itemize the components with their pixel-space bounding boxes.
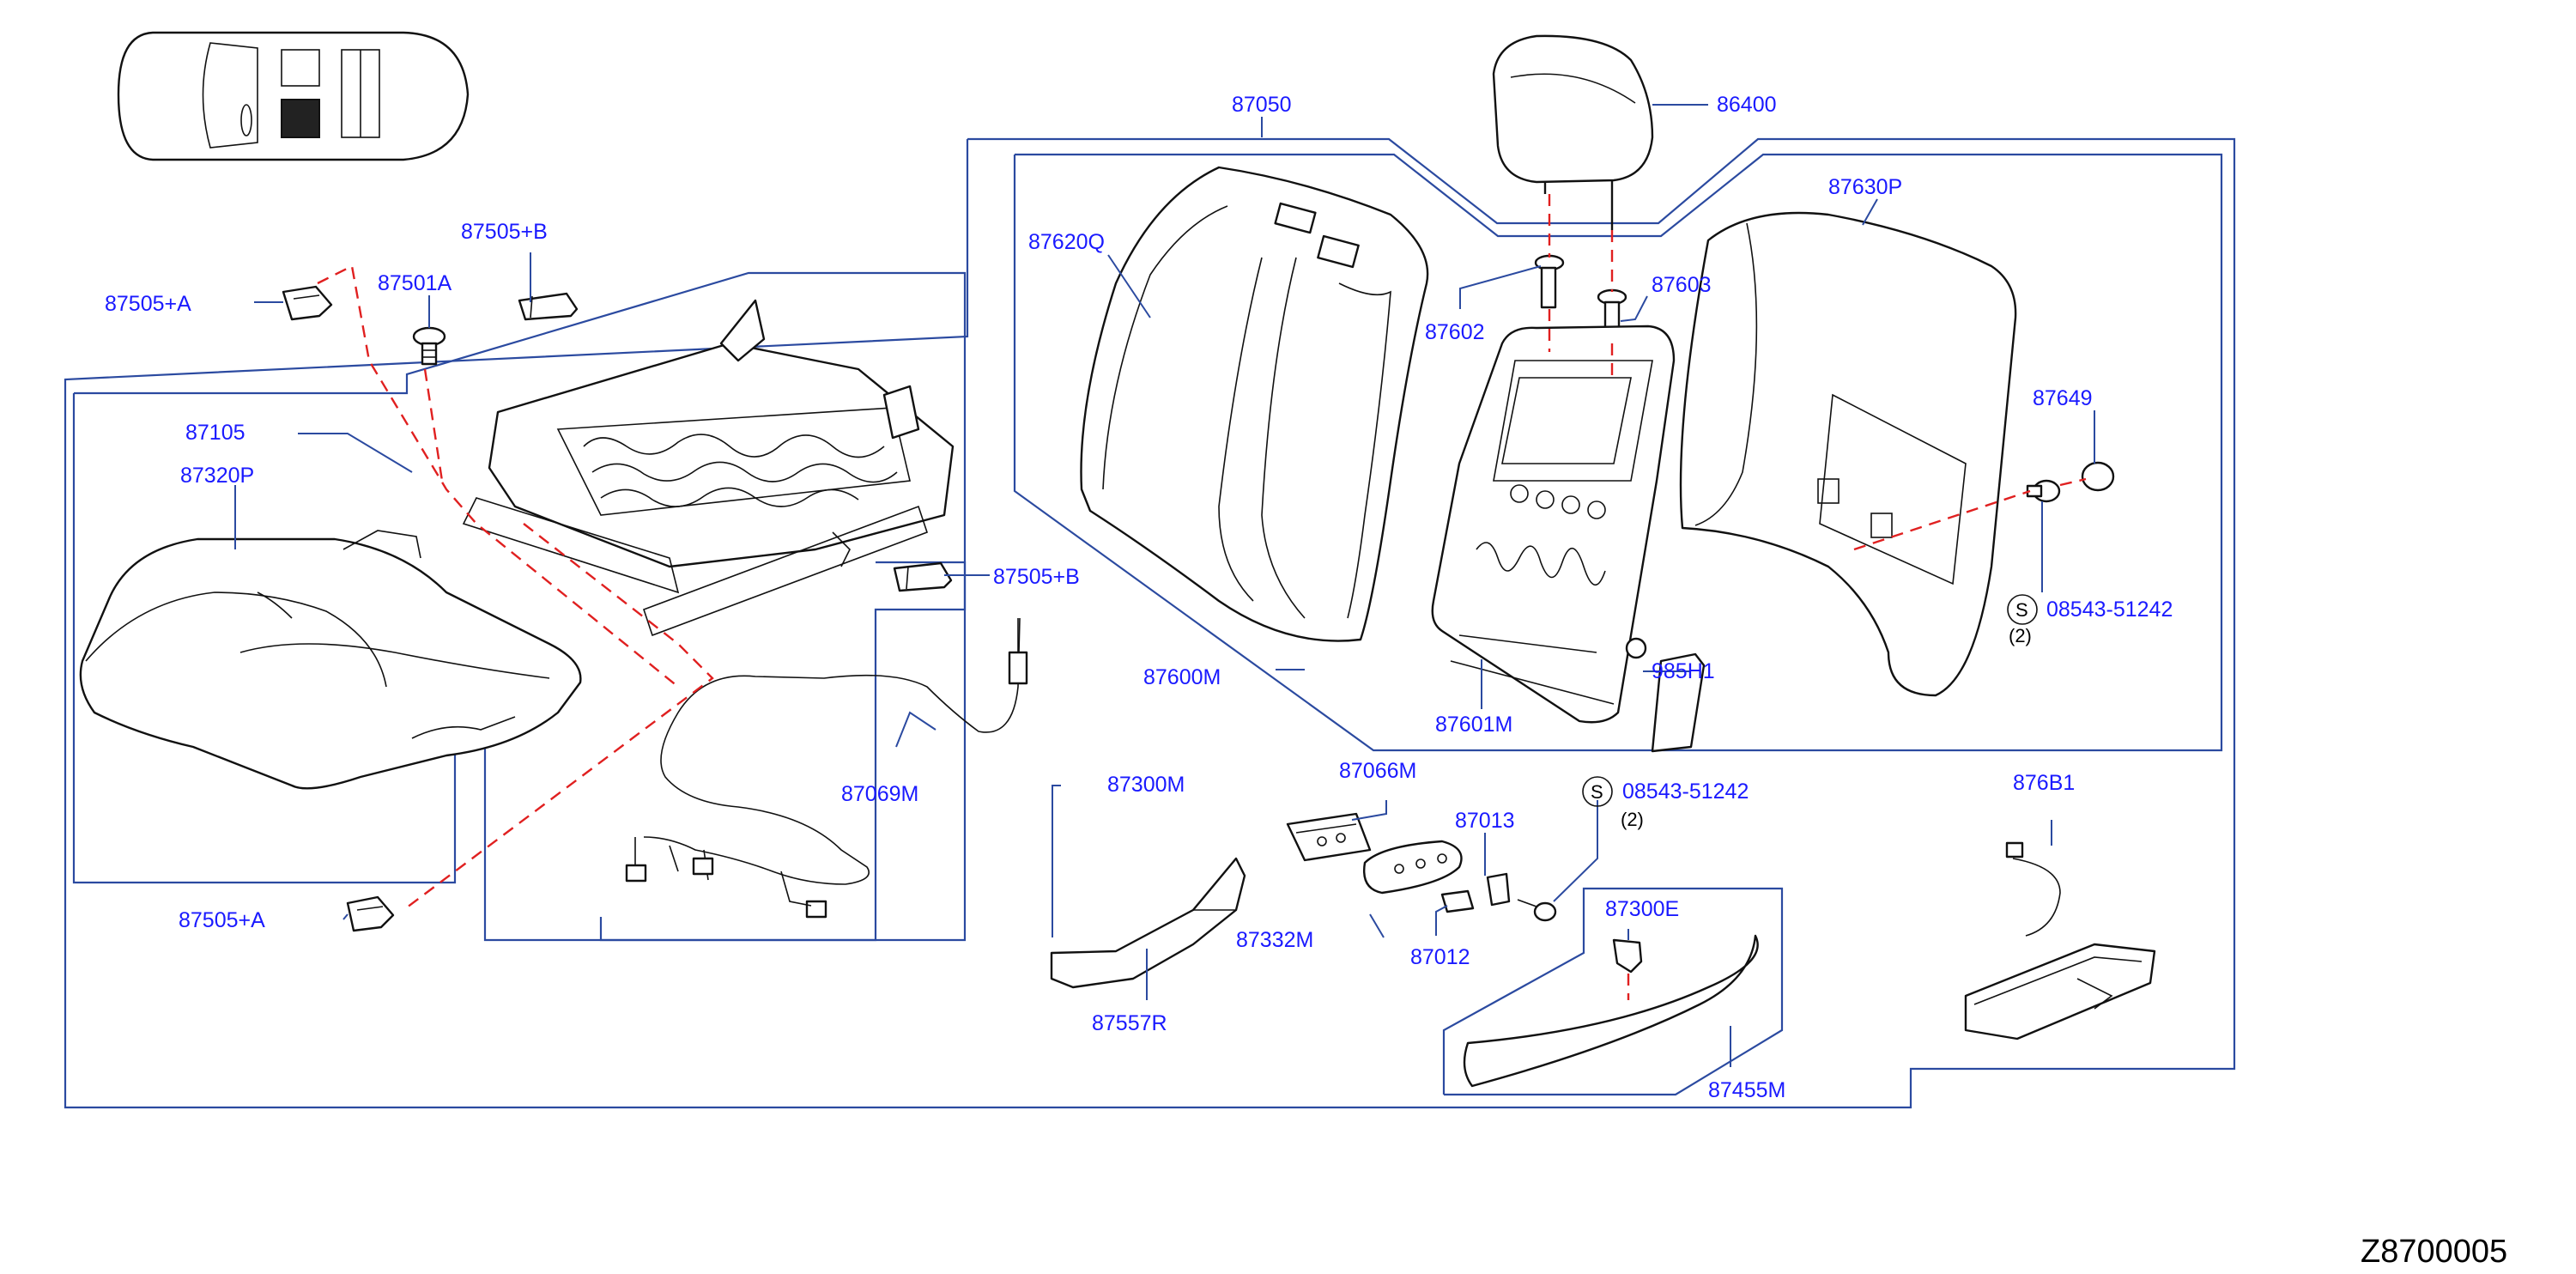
car-location-icon: [117, 31, 470, 161]
seatback-trim-87620Q: [1080, 166, 1429, 642]
label-86400[interactable]: 86400: [1717, 93, 1777, 117]
knob-cover-87332M: [1363, 840, 1463, 895]
nut-985H1-small: [1625, 637, 1647, 659]
label-87501A[interactable]: 87501A: [378, 271, 452, 295]
unit-876B1: [1964, 841, 2156, 1040]
label-87601M[interactable]: 87601M: [1435, 713, 1512, 737]
part-labels: 87050 86400 87630P 87620Q 87602 87603 87…: [105, 93, 2173, 1102]
s-symbol-a-text: S: [2015, 599, 2028, 621]
label-08543-51242-a[interactable]: 08543-51242: [2046, 598, 2173, 622]
stud-08543-a: [2026, 479, 2061, 503]
label-87603[interactable]: 87603: [1652, 273, 1712, 297]
bracket-87557R: [1050, 857, 1246, 989]
label-985H1[interactable]: 985H1: [1652, 659, 1715, 683]
seatback-group-frame: [1013, 153, 2223, 752]
s-symbol-a: S: [2007, 594, 2038, 625]
label-87300M[interactable]: 87300M: [1107, 773, 1185, 797]
label-87066M[interactable]: 87066M: [1339, 759, 1416, 783]
knob-87649: [2081, 461, 2115, 492]
label-87320P[interactable]: 87320P: [180, 464, 254, 488]
label-87505A-bottom[interactable]: 87505+A: [179, 908, 265, 932]
harness-87069M: [625, 617, 1028, 919]
label-08543-a-qty: (2): [2009, 625, 2032, 646]
screw-08543-b: [1517, 899, 1557, 922]
switch-87066M: [1286, 812, 1372, 862]
label-87620Q[interactable]: 87620Q: [1028, 230, 1105, 254]
clip-87300E: [1612, 938, 1643, 974]
wire-group-frame: [599, 561, 967, 942]
s-symbol-b-text: S: [1591, 781, 1603, 803]
clip-87505A-bottom: [346, 895, 395, 932]
label-87300E[interactable]: 87300E: [1605, 897, 1679, 921]
label-87050[interactable]: 87050: [1232, 93, 1292, 117]
label-87630P[interactable]: 87630P: [1828, 175, 1902, 199]
label-87505A-top[interactable]: 87505+A: [105, 292, 191, 316]
headrest-86400: [1492, 34, 1654, 230]
s-symbol-b: S: [1582, 776, 1613, 807]
label-87069M[interactable]: 87069M: [841, 782, 918, 806]
label-87557R[interactable]: 87557R: [1092, 1011, 1167, 1035]
label-08543-51242-b[interactable]: 08543-51242: [1622, 780, 1749, 804]
label-87105[interactable]: 87105: [185, 421, 245, 445]
label-87012[interactable]: 87012: [1410, 945, 1470, 969]
label-87600M[interactable]: 87600M: [1143, 665, 1221, 689]
selected-seat-marker: [281, 99, 320, 138]
bolt-87501A: [412, 326, 446, 366]
module-985H1: [1651, 652, 1706, 753]
clip-87505B-mid: [893, 561, 953, 592]
label-87602[interactable]: 87602: [1425, 320, 1485, 344]
label-87332M[interactable]: 87332M: [1236, 928, 1313, 952]
knob-87012: [1440, 889, 1475, 913]
label-87505B-top[interactable]: 87505+B: [461, 220, 548, 244]
knob-87013: [1486, 872, 1511, 907]
clip-87505B-top: [518, 292, 579, 321]
clip-87505A-top: [282, 285, 333, 321]
label-87455M[interactable]: 87455M: [1708, 1078, 1785, 1102]
headrest-guide-87602: [1534, 254, 1565, 309]
label-87649[interactable]: 87649: [2033, 386, 2093, 410]
cushion-group-frame: [72, 271, 967, 942]
seat-cushion-trim-87320P: [79, 530, 582, 790]
leader-lines: [234, 104, 2095, 1067]
label-876B1[interactable]: 876B1: [2013, 771, 2075, 795]
finisher-group-frame: [1442, 887, 1784, 1096]
overall-frame: [64, 137, 2236, 1109]
label-08543-b-qty: (2): [1621, 809, 1644, 830]
seatback-frame-87601M: [1431, 325, 1676, 724]
label-87505B-mid[interactable]: 87505+B: [993, 565, 1080, 589]
diagram-code: Z8700005: [2361, 1234, 2507, 1270]
seat-cushion-frame-87105: [462, 299, 955, 637]
assembly-dashed-links: [317, 194, 2087, 1000]
seatback-board-87630P: [1679, 211, 2017, 697]
finisher-87455M: [1463, 934, 1759, 1088]
label-87013[interactable]: 87013: [1455, 809, 1515, 833]
